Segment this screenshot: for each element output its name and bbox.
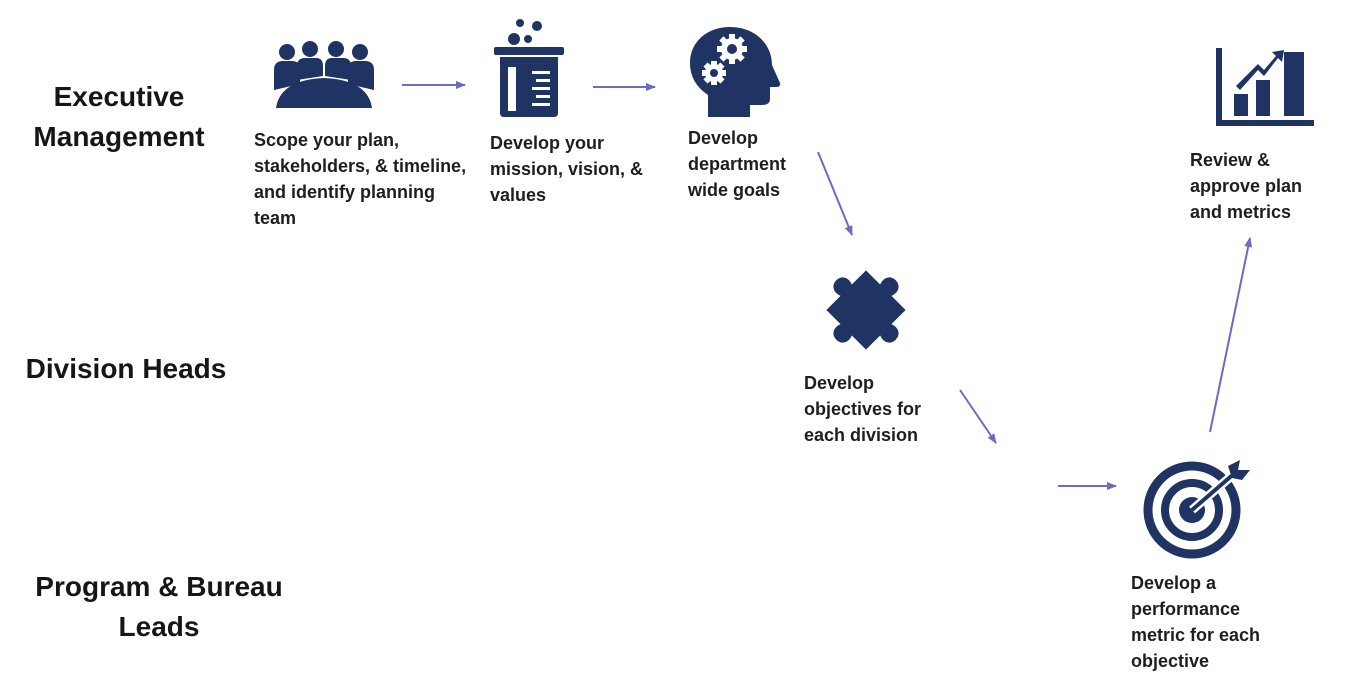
lane-label-program-bureau-leads: Program & Bureau Leads	[35, 571, 283, 642]
puzzle-piece-icon	[826, 270, 906, 350]
step-metric-text: Develop a performance metric for each ob…	[1131, 573, 1261, 671]
step-mission-text: Develop your mission, vision, & values	[490, 133, 644, 205]
target-icon	[1143, 460, 1250, 559]
bar-chart-icon	[1216, 48, 1314, 126]
step-objectives-text: Develop objectives for each division	[804, 373, 922, 445]
arrow-objectives-descend	[959, 389, 997, 444]
arrow-metric-to-review	[1209, 237, 1253, 433]
lane-label-executive-management: Executive Management	[33, 81, 205, 152]
head-gears-icon	[690, 27, 781, 117]
team-meeting-icon	[274, 41, 374, 108]
arrow-goals-to-objectives	[817, 151, 853, 236]
step-scope-text: Scope your plan, stakeholders, & timelin…	[254, 130, 467, 228]
step-goals-text: Develop department wide goals	[688, 128, 787, 200]
step-review-text: Review & approve plan and metrics	[1190, 150, 1303, 222]
lane-label-division-heads: Division Heads	[25, 353, 227, 384]
beaker-icon	[494, 19, 564, 117]
